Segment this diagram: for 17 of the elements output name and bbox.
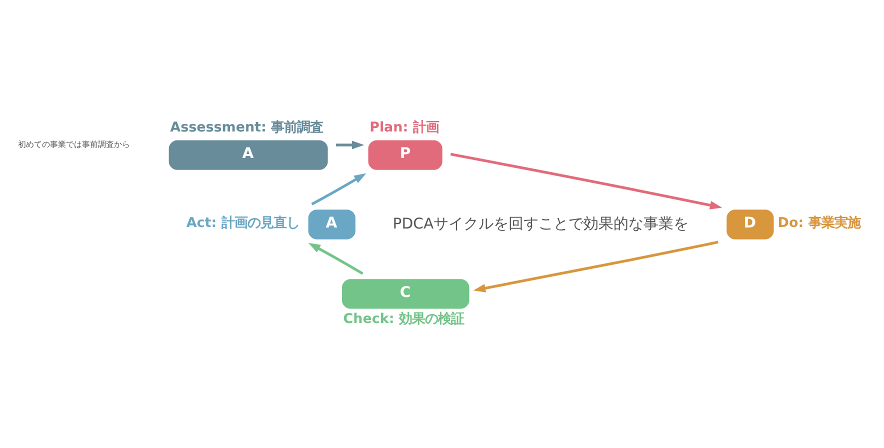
node-label: Assessment: 事前調査 xyxy=(170,119,324,136)
arrow xyxy=(308,242,364,274)
arrow xyxy=(311,172,366,205)
node-box: D xyxy=(726,209,774,239)
node-box: C xyxy=(342,278,470,308)
arrow xyxy=(473,240,718,292)
node-box: A xyxy=(168,140,328,170)
node-label: Do: 事業実施 xyxy=(778,214,860,231)
node-box: A xyxy=(308,209,356,239)
arrow xyxy=(450,152,722,209)
node-label: Check: 効果の検証 xyxy=(343,310,464,326)
label: PDCAサイクルを回すことで効果的な事業を xyxy=(392,214,689,232)
arrow xyxy=(336,140,364,149)
label: 初めての事業では事前調査から xyxy=(18,138,130,149)
node-label: Plan: 計画 xyxy=(370,119,439,136)
node-box: P xyxy=(368,140,442,170)
node-label: Act: 計画の見直し xyxy=(186,214,300,231)
